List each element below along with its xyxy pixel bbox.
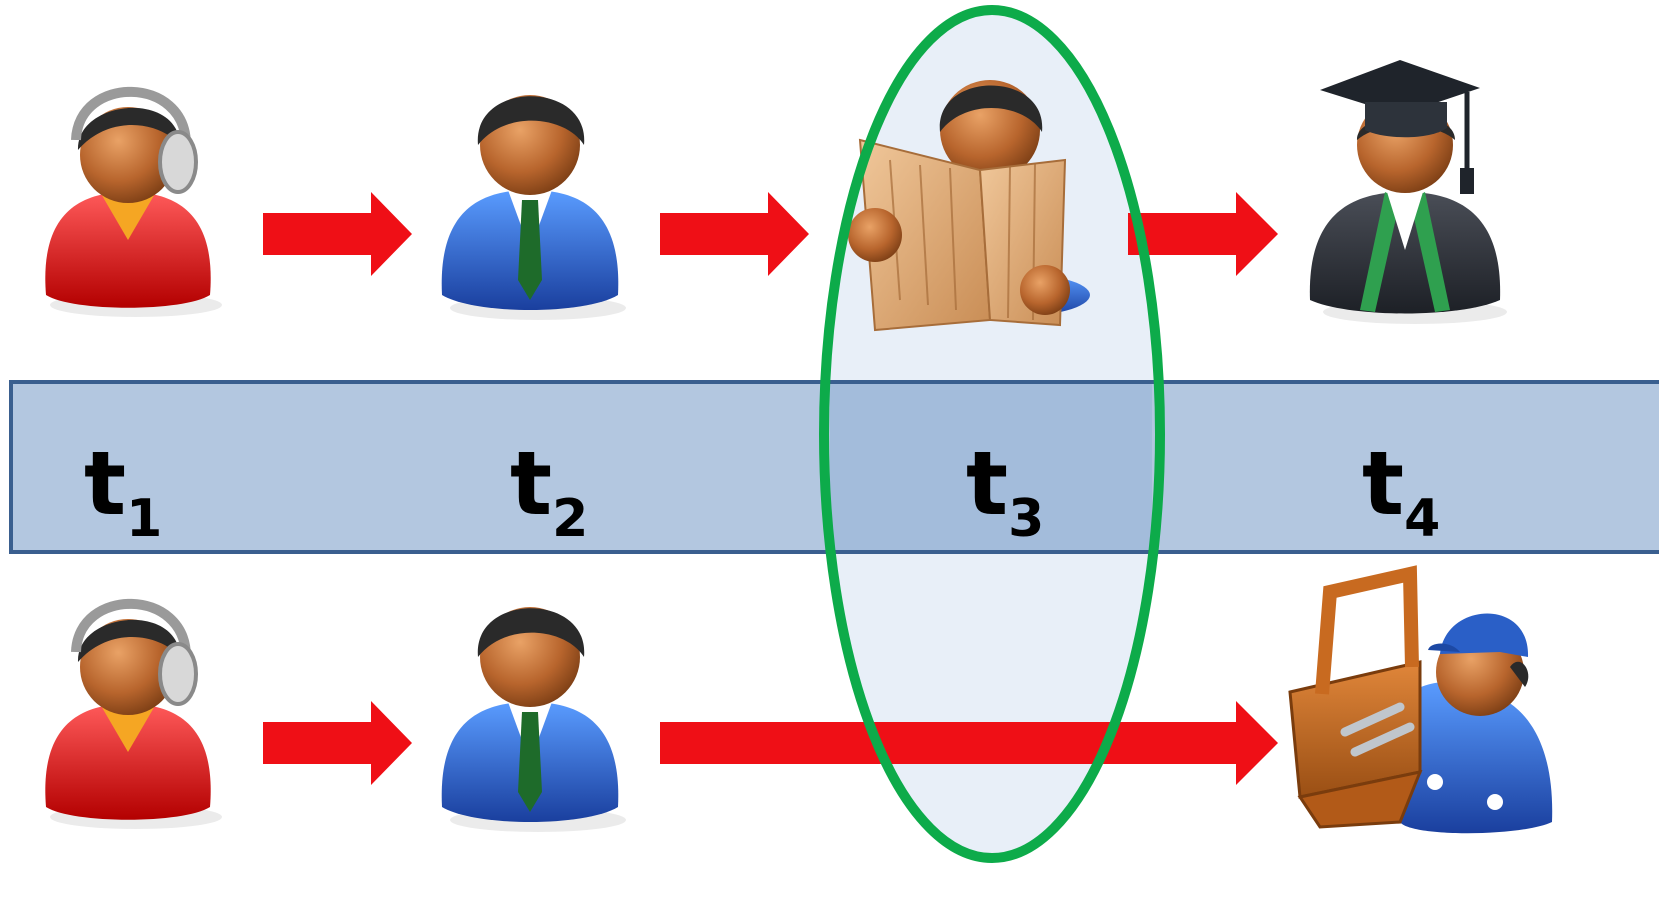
music-listener-icon <box>45 598 222 829</box>
time-label-t3: t3 <box>966 432 1045 549</box>
time-label-t4: t4 <box>1362 432 1441 549</box>
time-label-t2: t2 <box>510 432 589 549</box>
timeline-band-highlight <box>830 384 1152 550</box>
technician-toolbox-icon <box>1288 565 1553 834</box>
businessman-icon <box>441 607 626 832</box>
arrow-top-2 <box>660 192 809 276</box>
arrow-top-1 <box>263 192 412 276</box>
music-listener-icon <box>45 86 222 317</box>
time-label-t1: t1 <box>84 432 163 549</box>
arrow-bottom-1 <box>263 701 412 785</box>
arrow-bottom-2-long <box>660 701 1278 785</box>
newspaper-reader-icon <box>848 80 1090 332</box>
graduate-icon <box>1309 60 1507 324</box>
highlight-ring <box>819 5 1165 863</box>
businessman-icon <box>441 95 626 320</box>
